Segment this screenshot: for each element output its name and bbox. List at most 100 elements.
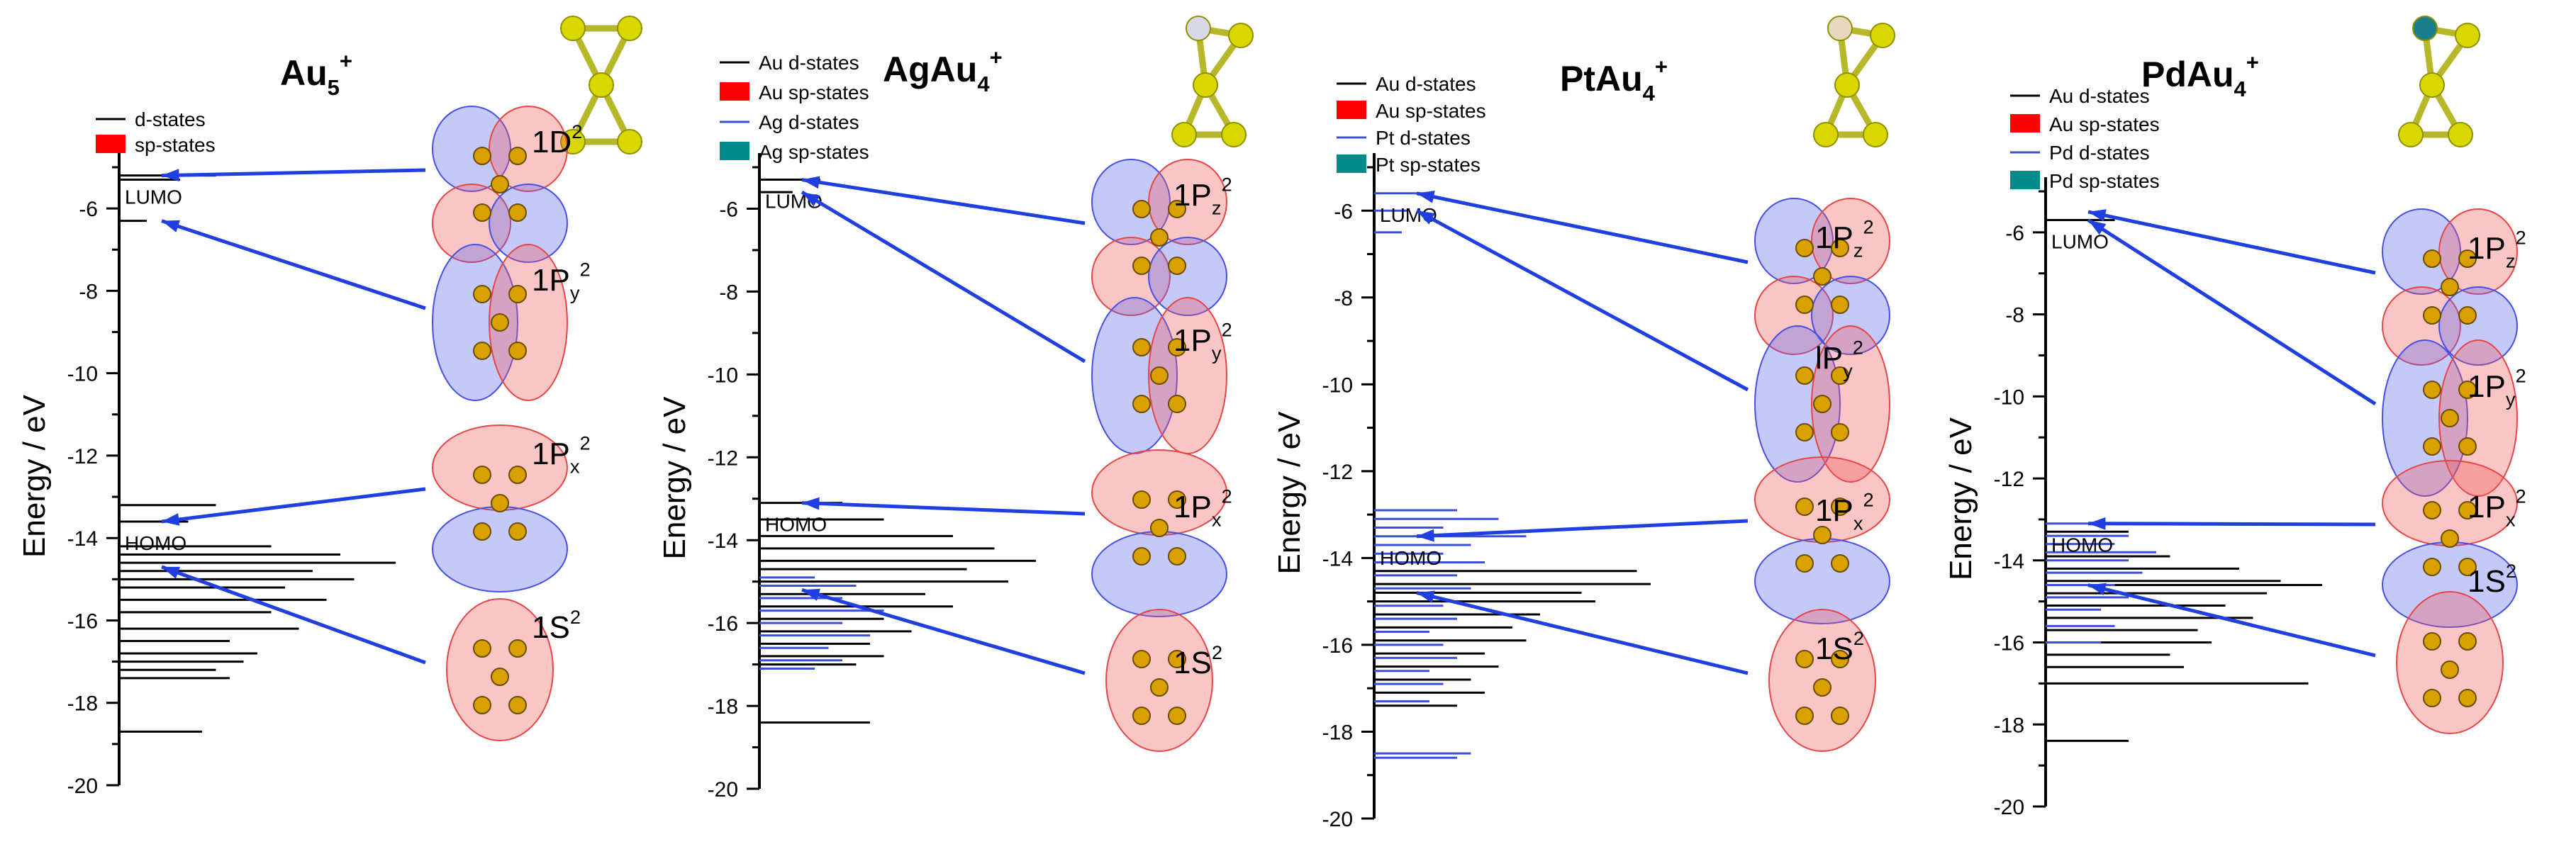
cluster-atom bbox=[473, 639, 491, 658]
orbital-lobe bbox=[432, 106, 511, 192]
cluster-atom bbox=[1795, 650, 1814, 668]
legend-entry: Ag sp-states bbox=[759, 141, 869, 163]
orbital-label: 1Px2 bbox=[1815, 488, 1874, 534]
y-axis-label: Energy / eV bbox=[17, 394, 52, 558]
legend-entry: Pd d-states bbox=[2049, 142, 2150, 164]
cluster-atom bbox=[1795, 239, 1814, 257]
orbital-arrow-head bbox=[1417, 590, 1435, 603]
orbital-arrow-head bbox=[1417, 191, 1435, 203]
y-tick-label: -6 bbox=[79, 198, 98, 221]
orbital-arrow-head bbox=[2088, 209, 2107, 222]
cluster-structure bbox=[1813, 16, 1895, 147]
cluster-atom bbox=[2458, 381, 2477, 399]
cluster-atom bbox=[1827, 16, 1853, 41]
cluster-atom bbox=[473, 147, 491, 165]
cluster-atom bbox=[2419, 72, 2445, 98]
y-tick-label: -20 bbox=[67, 775, 98, 798]
legend-entry: Au sp-states bbox=[759, 81, 869, 103]
orbital-isosurface bbox=[446, 598, 554, 741]
cluster-atom bbox=[2423, 437, 2441, 456]
cluster-atom bbox=[491, 175, 509, 193]
orbital-lobe bbox=[2438, 339, 2518, 497]
legend-entry: d-states bbox=[135, 108, 206, 130]
orbital-lobe bbox=[1148, 159, 1227, 245]
cluster-atom bbox=[508, 696, 527, 714]
cluster-atom bbox=[1863, 122, 1888, 147]
y-tick-label: -18 bbox=[67, 692, 98, 716]
orbital-arrow-head bbox=[802, 192, 820, 207]
orbital-lobe bbox=[1754, 325, 1841, 483]
cluster-atom bbox=[1168, 490, 1186, 509]
y-tick-label: -14 bbox=[67, 527, 98, 551]
cluster-structure bbox=[2398, 16, 2480, 147]
cluster-atom bbox=[508, 285, 527, 303]
orbital-label: 1Py2 bbox=[1173, 318, 1232, 364]
y-tick-label: -8 bbox=[1334, 287, 1353, 310]
y-tick-label: -20 bbox=[708, 778, 738, 802]
cluster-atom bbox=[1831, 366, 1849, 385]
cluster-atom bbox=[1795, 497, 1814, 516]
cluster-atom bbox=[2423, 632, 2441, 651]
orbital-arrow-head bbox=[802, 497, 820, 510]
orbital-isosurface bbox=[1754, 198, 1890, 355]
cluster-atom bbox=[1831, 296, 1849, 314]
legend-swatch bbox=[2010, 171, 2040, 189]
orbital-label: 1S2 bbox=[1815, 627, 1864, 666]
cluster-atom bbox=[508, 203, 527, 222]
cluster-atom bbox=[1132, 490, 1151, 509]
orbital-isosurface bbox=[2382, 460, 2518, 628]
cluster-atom bbox=[473, 522, 491, 541]
cluster-atom bbox=[2441, 529, 2459, 548]
orbital-arrow-head bbox=[2088, 517, 2106, 530]
y-tick-label: -20 bbox=[1322, 808, 1353, 831]
y-tick-label: -18 bbox=[1322, 721, 1353, 744]
orbital-isosurface bbox=[432, 425, 568, 592]
orbital-isosurface bbox=[1091, 449, 1227, 617]
orbital-lobe bbox=[1811, 276, 1890, 355]
orbital-label: 1Pz2 bbox=[1815, 215, 1874, 261]
orbital-arrow-head bbox=[162, 513, 180, 526]
legend-swatch bbox=[720, 82, 749, 101]
cluster-structure bbox=[1171, 16, 1254, 147]
orbital-label: 1Px2 bbox=[2468, 485, 2526, 530]
y-tick-label: -14 bbox=[708, 529, 738, 553]
orbital-arrow bbox=[2087, 583, 2376, 658]
orbital-lobe bbox=[1811, 198, 1890, 284]
cluster-atom bbox=[1795, 423, 1814, 442]
orbital-label: 1Px2 bbox=[1173, 485, 1232, 530]
orbital-label: 1D2 bbox=[532, 120, 582, 159]
cluster-atom bbox=[1168, 395, 1186, 413]
cluster-atom bbox=[2448, 122, 2473, 147]
orbital-isosurface bbox=[1754, 456, 1890, 624]
cluster-atom bbox=[2458, 501, 2477, 519]
legend-entry: Au d-states bbox=[1376, 73, 1476, 95]
y-tick-label: -14 bbox=[1994, 550, 2024, 573]
cluster-atom bbox=[1150, 228, 1169, 247]
cluster-atom bbox=[1795, 366, 1814, 385]
y-tick-label: -20 bbox=[1994, 796, 2024, 819]
orbital-lobe bbox=[1811, 325, 1890, 483]
orbital-arrow-head bbox=[1417, 529, 1434, 542]
cluster-atom bbox=[2441, 660, 2459, 679]
cluster-atom bbox=[1150, 519, 1169, 537]
orbital-lobe bbox=[1091, 237, 1171, 316]
cluster-atom bbox=[2458, 306, 2477, 325]
y-tick-label: -16 bbox=[708, 612, 738, 636]
cluster-atom bbox=[491, 668, 509, 686]
orbital-lobe bbox=[489, 106, 568, 192]
cluster-atom bbox=[1168, 547, 1186, 566]
cluster-atom bbox=[1831, 239, 1849, 257]
orbital-lobe bbox=[2382, 208, 2461, 295]
lumo-label: LUMO bbox=[2051, 231, 2109, 253]
y-tick-label: -12 bbox=[67, 445, 98, 468]
orbital-label: 1S2 bbox=[1173, 641, 1222, 680]
y-axis-label: Energy / eV bbox=[1272, 411, 1307, 575]
y-tick-label: -16 bbox=[1994, 632, 2024, 656]
legend-entry: Au d-states bbox=[2049, 85, 2150, 107]
cluster-atom bbox=[2398, 122, 2424, 147]
cluster-atom bbox=[1150, 678, 1169, 697]
cluster-atom bbox=[589, 72, 614, 98]
orbital-arrow-head bbox=[2088, 583, 2107, 596]
